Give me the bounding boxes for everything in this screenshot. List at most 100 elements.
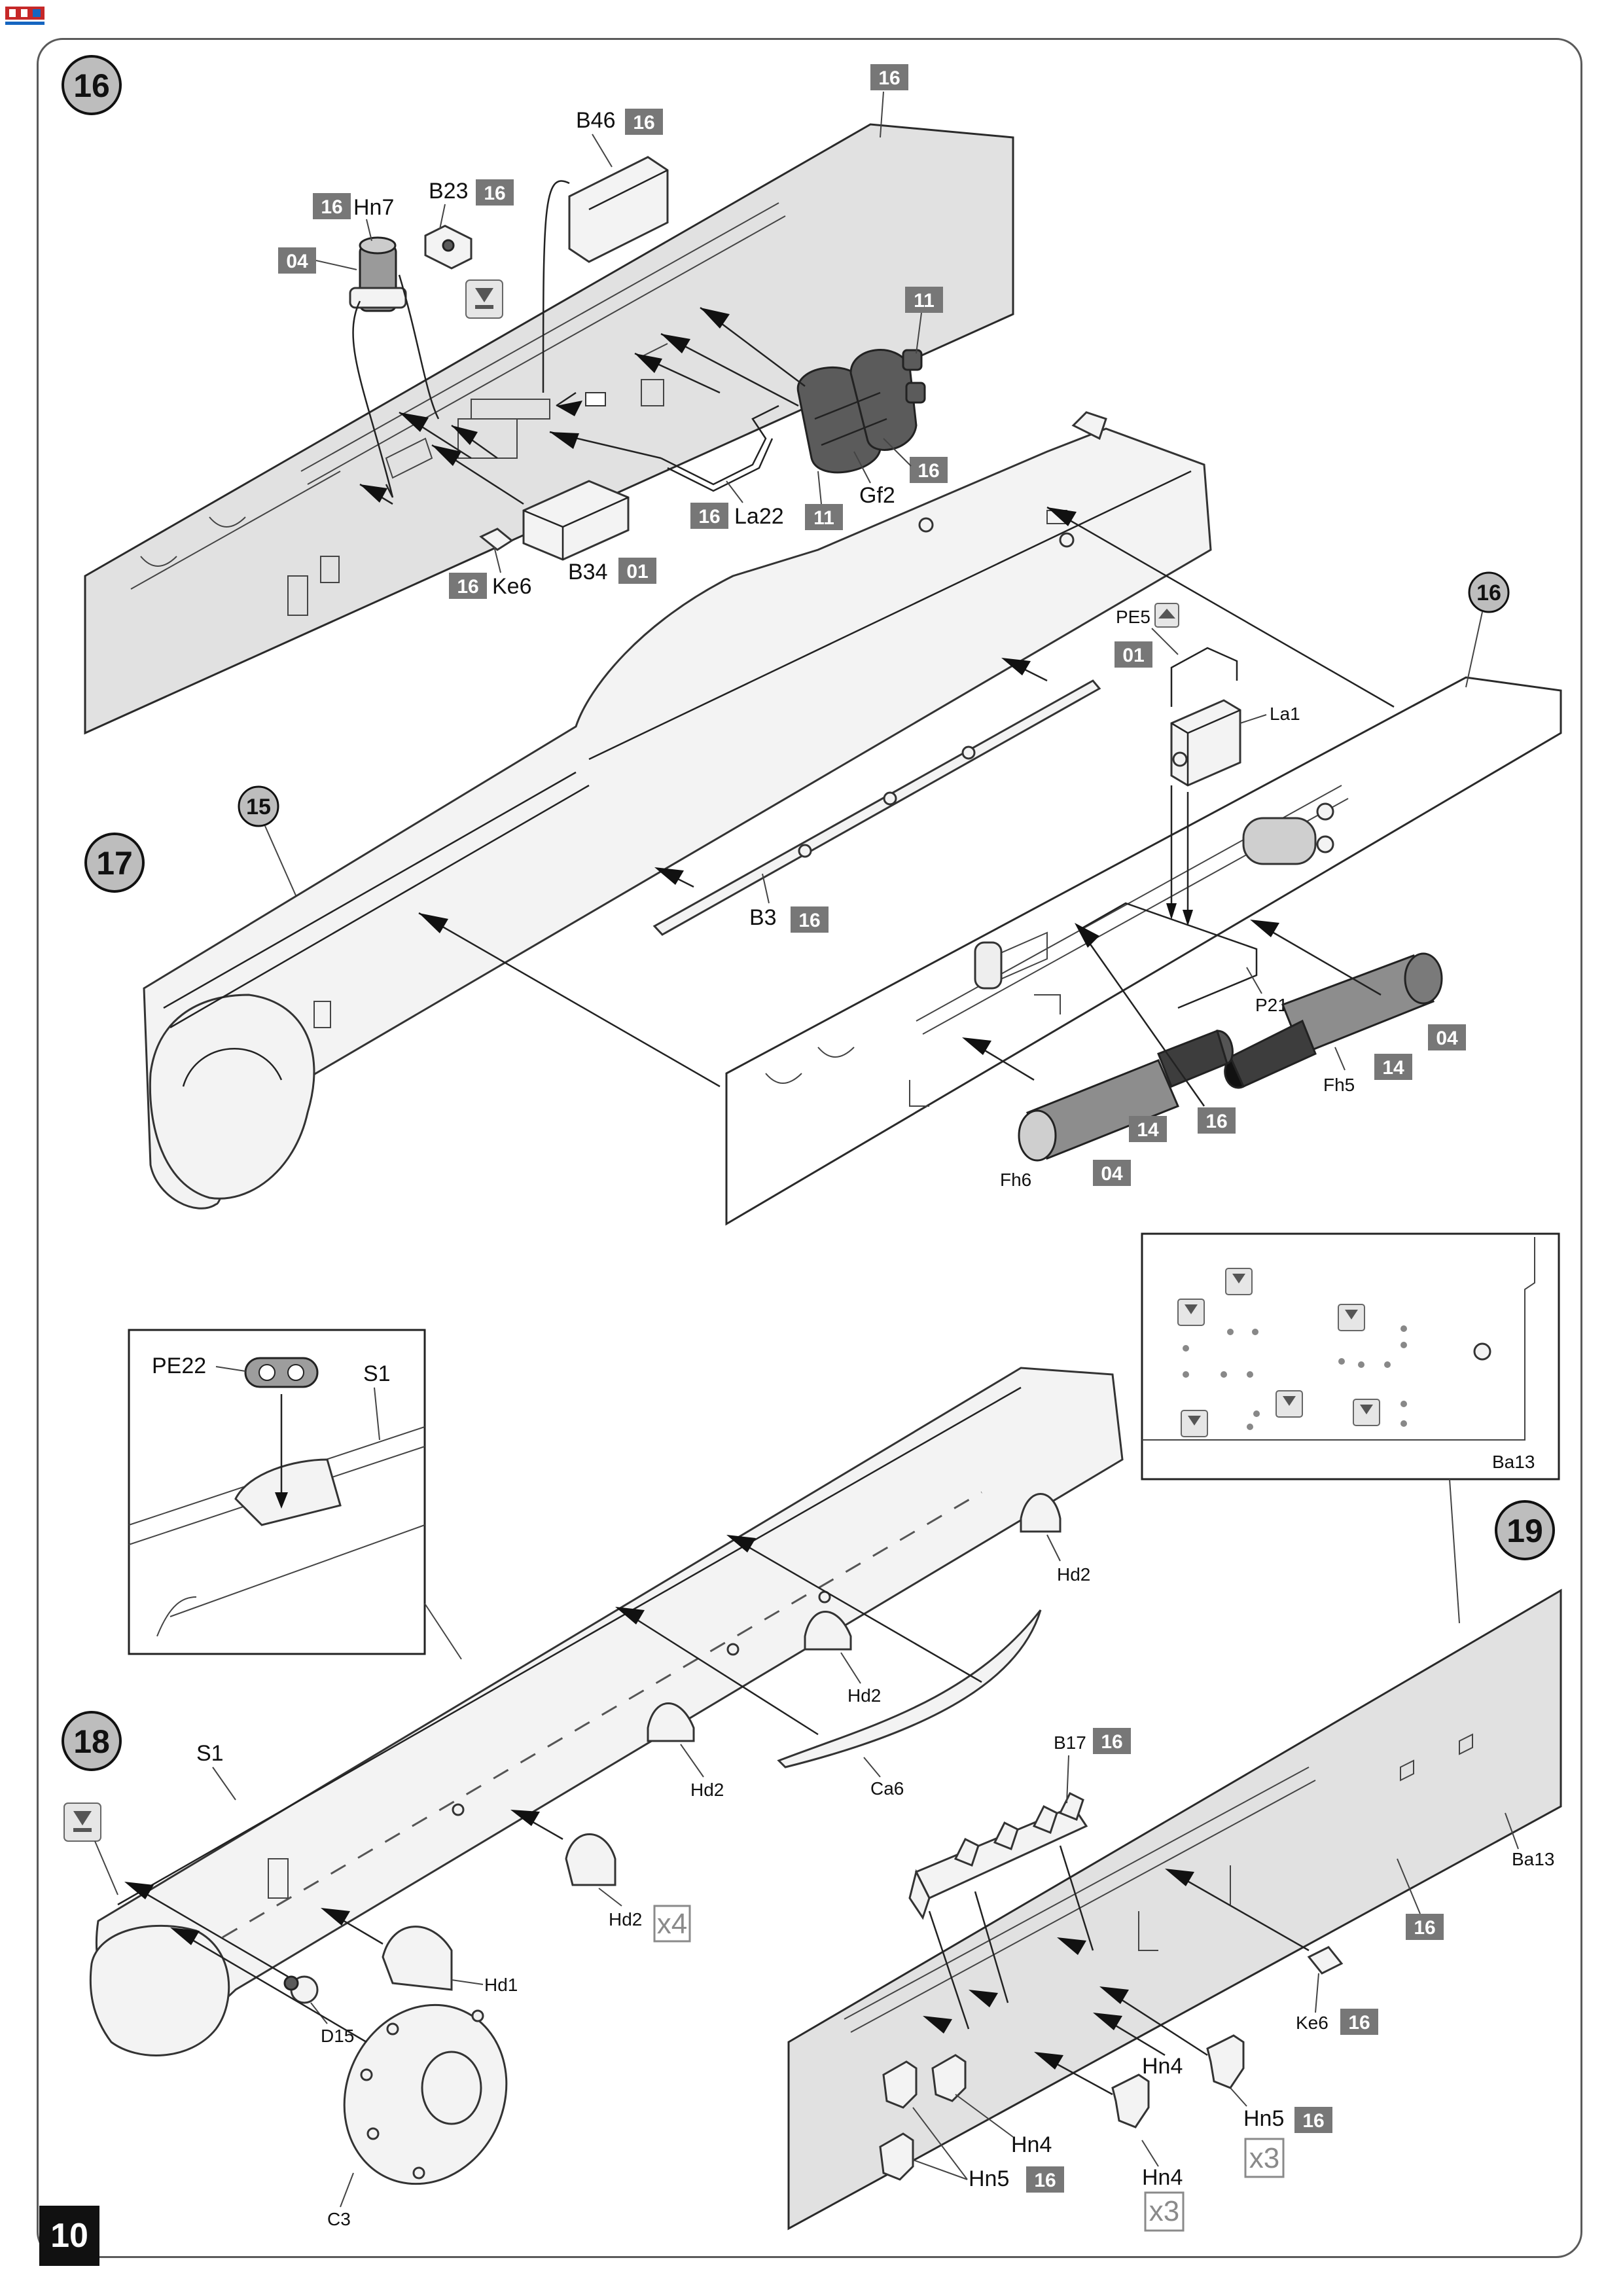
part-fh6 (1018, 1030, 1234, 1162)
svg-text:x3: x3 (1149, 2195, 1179, 2227)
label-la1: La1 (1270, 704, 1300, 724)
badge-gf2-11-top: 11 (905, 287, 943, 313)
label-b3: B3 (749, 905, 777, 930)
badge-gf2-11-bottom: 11 (805, 504, 843, 530)
part-pe5 (1170, 647, 1238, 707)
label-hn4-bottom: Hn4 (1142, 2165, 1183, 2190)
step-19-circle (1495, 1500, 1555, 1560)
part-b46 (568, 156, 669, 263)
step-16-circle (62, 55, 122, 115)
badge-mid-16: 16 (1198, 1107, 1236, 1134)
badge-hn7: 16 (313, 193, 351, 219)
label-b34: B34 (568, 560, 608, 584)
part-la1 (1170, 699, 1241, 787)
ref-15-circle (238, 785, 279, 827)
step-18-number: 18 (73, 1723, 110, 1760)
label-hn5-left: Hn5 (969, 2166, 1009, 2191)
svg-text:16: 16 (1348, 2012, 1370, 2034)
svg-text:16: 16 (1205, 1111, 1227, 1132)
svg-text:16: 16 (484, 183, 505, 204)
part-d15 (283, 1975, 319, 2004)
svg-text:16: 16 (1034, 2170, 1056, 2191)
badge-hn5-right: 16 (1294, 2107, 1332, 2133)
part-c3 (343, 2003, 508, 2185)
badge-b23: 16 (476, 179, 514, 206)
page-number: 10 (39, 2206, 99, 2266)
label-ke6-step19: Ke6 (1296, 2013, 1329, 2033)
label-s1-inset: S1 (363, 1361, 391, 1386)
label-hd2-a: Hd2 (1057, 1564, 1090, 1585)
part-fh5 (1224, 952, 1443, 1089)
label-pe5: PE5 (1116, 607, 1150, 627)
side-plate-ba13 (787, 1588, 1562, 2231)
label-d15: D15 (321, 2026, 354, 2046)
label-b23: B23 (429, 179, 469, 204)
plate-badge-19-16: 16 (1406, 1914, 1444, 1940)
svg-text:14: 14 (1382, 1057, 1404, 1079)
part-b3 (652, 679, 1101, 936)
badge-la22: 16 (690, 503, 728, 529)
badge-b34: 01 (618, 558, 656, 584)
plate-badge-16: 16 (870, 64, 908, 90)
inset-ba13 (1141, 1232, 1560, 1480)
part-hd2-a (1020, 1493, 1061, 1533)
label-fh6: Fh6 (1000, 1170, 1031, 1190)
part-ke6-step19 (1307, 1946, 1344, 1975)
part-drum-on-plate (1242, 802, 1334, 865)
hull-s1 (89, 1367, 1124, 2056)
step-18-circle (62, 1711, 122, 1771)
svg-text:01: 01 (626, 561, 648, 583)
badge-hn7-04: 04 (278, 247, 316, 274)
part-pe22 (244, 1357, 319, 1388)
badge-hn5-left: 16 (1026, 2166, 1064, 2193)
label-pe22-inset: PE22 (152, 1354, 206, 1378)
qty-badge-hd2: x4 (653, 1905, 691, 1943)
step-17-group: 17 15 B3 (84, 411, 1562, 1226)
watermark-logo (4, 4, 46, 27)
label-hd2-c: Hd2 (690, 1780, 724, 1800)
part-la22 (660, 404, 779, 486)
part-p21 (1079, 902, 1258, 1009)
hull-assembly-15 (143, 411, 1212, 1210)
svg-text:16: 16 (321, 196, 342, 218)
step-18-group: PE22 S1 18 S1 (62, 1329, 1124, 2229)
svg-text:16: 16 (1476, 581, 1501, 605)
part-hn4-left (931, 2054, 967, 2102)
step-16-number: 16 (73, 67, 110, 104)
label-hd2-d: Hd2 (609, 1909, 642, 1929)
label-hd2-b: Hd2 (847, 1685, 881, 1706)
part-b17 (908, 1791, 1088, 1920)
badge-b17: 16 (1093, 1728, 1131, 1754)
svg-text:16: 16 (698, 506, 720, 528)
svg-text:x3: x3 (1249, 2142, 1279, 2174)
part-hn5-left (879, 2132, 914, 2181)
part-hn4-left-2 (882, 2060, 918, 2109)
qty-badge-hn4: x3 (1144, 2191, 1185, 2232)
svg-text:16: 16 (798, 910, 820, 931)
glue-icon (465, 279, 503, 319)
photo-etch-icon (1154, 603, 1179, 628)
label-b46: B46 (576, 108, 616, 133)
svg-text:11: 11 (813, 507, 834, 529)
glue-icon-step18 (63, 1803, 101, 1842)
part-hd1 (382, 1926, 453, 1991)
label-hd1: Hd1 (484, 1975, 518, 1995)
part-hd2-c (647, 1702, 695, 1742)
step-17-number: 17 (96, 845, 133, 882)
part-gf2 (796, 349, 926, 474)
step-16-group: 16 16 B46 16 (62, 55, 1014, 735)
svg-text:01: 01 (1122, 645, 1144, 666)
qty-badge-hn5: x3 (1244, 2138, 1285, 2178)
side-plate-right (725, 676, 1562, 1226)
label-hn5-right: Hn5 (1243, 2106, 1284, 2131)
part-hd2-d (565, 1833, 616, 1886)
step-19-group: Ba13 19 B17 16 Ba (787, 1232, 1562, 2232)
badge-b46: 16 (625, 109, 663, 135)
svg-text:x4: x4 (657, 1908, 687, 1940)
step-17-circle (84, 833, 145, 893)
badge-ke6-step19: 16 (1340, 2009, 1378, 2035)
step-16-arrows (359, 307, 806, 505)
badge-fh5-04: 04 (1428, 1024, 1466, 1050)
